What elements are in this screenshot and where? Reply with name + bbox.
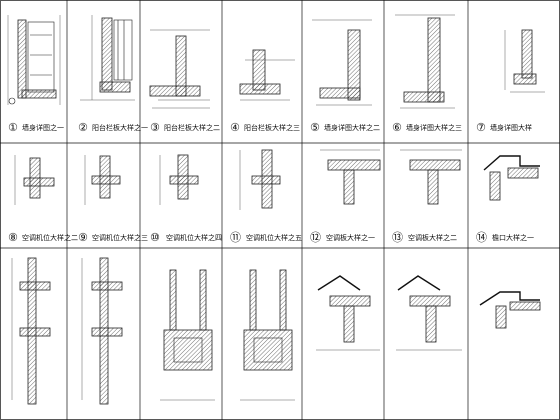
detail-row3-g-drawing bbox=[479, 291, 541, 329]
svg-text:阳台栏板大样之三: 阳台栏板大样之三 bbox=[244, 123, 300, 132]
caption-detail-10: ⑩ 空调机位大样之四 bbox=[150, 231, 222, 244]
caption-detail-4: ④ 阳台栏板大样之三 bbox=[230, 121, 300, 134]
svg-text:墙身详图之一: 墙身详图之一 bbox=[22, 123, 64, 132]
detail-8-drawing bbox=[14, 155, 55, 205]
svg-text:空调机位大样之三: 空调机位大样之三 bbox=[92, 233, 148, 242]
caption-detail-12: ⑫ 空调板大样之一 bbox=[310, 231, 375, 244]
svg-text:⑩: ⑩ bbox=[150, 231, 160, 244]
svg-text:空调机位大样之四: 空调机位大样之四 bbox=[166, 233, 222, 242]
svg-text:墙身详图大样之二: 墙身详图大样之二 bbox=[324, 123, 380, 132]
caption-detail-8: ⑧ 空调机位大样之二 bbox=[8, 231, 78, 244]
detail-5-drawing bbox=[312, 19, 372, 106]
svg-text:⑥: ⑥ bbox=[392, 121, 402, 134]
detail-2-drawing bbox=[80, 15, 135, 101]
svg-text:③: ③ bbox=[150, 121, 160, 134]
svg-text:阳台栏板大样之二: 阳台栏板大样之二 bbox=[164, 123, 220, 132]
svg-text:⑧: ⑧ bbox=[8, 231, 18, 244]
svg-text:墙身详图大样之三: 墙身详图大样之三 bbox=[406, 123, 462, 132]
svg-text:⑨: ⑨ bbox=[78, 231, 88, 244]
detail-7-drawing bbox=[504, 29, 545, 93]
caption-detail-9: ⑨ 空调机位大样之三 bbox=[78, 231, 148, 244]
caption-detail-3: ③ 阳台栏板大样之二 bbox=[150, 121, 220, 134]
detail-11-drawing bbox=[239, 149, 281, 210]
svg-text:④: ④ bbox=[230, 121, 240, 134]
svg-text:阳台栏板大样之一: 阳台栏板大样之一 bbox=[92, 123, 148, 132]
caption-detail-1: ① 墙身详图之一 bbox=[8, 121, 64, 134]
detail-row3-b-drawing bbox=[81, 257, 123, 405]
detail-6-drawing bbox=[395, 14, 455, 109]
svg-text:⑪: ⑪ bbox=[230, 231, 241, 244]
detail-row3-d-drawing bbox=[240, 269, 295, 401]
svg-text:⑫: ⑫ bbox=[310, 231, 321, 244]
svg-text:空调机位大样之二: 空调机位大样之二 bbox=[22, 233, 78, 242]
detail-row3-a-drawing bbox=[11, 257, 51, 405]
svg-text:⑬: ⑬ bbox=[392, 231, 403, 244]
detail-14-drawing bbox=[483, 155, 540, 201]
caption-detail-13: ⑬ 空调板大样之二 bbox=[392, 231, 457, 244]
detail-1-drawing bbox=[7, 15, 61, 105]
detail-4-drawing bbox=[239, 49, 295, 101]
svg-text:①: ① bbox=[8, 121, 18, 134]
detail-row3-c-drawing bbox=[160, 269, 215, 401]
svg-text:檐口大样之一: 檐口大样之一 bbox=[492, 233, 534, 242]
svg-text:⑦: ⑦ bbox=[476, 121, 486, 134]
caption-detail-6: ⑥ 墙身详图大样之三 bbox=[392, 121, 462, 134]
detail-13-drawing bbox=[400, 149, 462, 205]
caption-detail-11: ⑪ 空调机位大样之五 bbox=[230, 231, 302, 244]
svg-text:②: ② bbox=[78, 121, 88, 134]
svg-text:⑤: ⑤ bbox=[310, 121, 320, 134]
caption-detail-14: ⑭ 檐口大样之一 bbox=[476, 231, 534, 244]
svg-text:空调板大样之一: 空调板大样之一 bbox=[326, 233, 375, 242]
caption-detail-5: ⑤ 墙身详图大样之二 bbox=[310, 121, 380, 134]
detail-row3-e-drawing bbox=[316, 275, 380, 351]
detail-3-drawing bbox=[149, 29, 210, 109]
detail-12-drawing bbox=[320, 149, 381, 205]
svg-text:空调机位大样之五: 空调机位大样之五 bbox=[246, 233, 302, 242]
caption-detail-2: ② 阳台栏板大样之一 bbox=[78, 121, 148, 134]
svg-text:墙身详图大样: 墙身详图大样 bbox=[490, 123, 532, 132]
svg-text:空调板大样之二: 空调板大样之二 bbox=[408, 233, 457, 242]
detail-row3-f-drawing bbox=[396, 275, 462, 351]
svg-text:⑭: ⑭ bbox=[476, 231, 487, 244]
detail-9-drawing bbox=[84, 155, 121, 205]
detail-10-drawing bbox=[159, 154, 199, 205]
caption-detail-7: ⑦ 墙身详图大样 bbox=[476, 121, 532, 134]
